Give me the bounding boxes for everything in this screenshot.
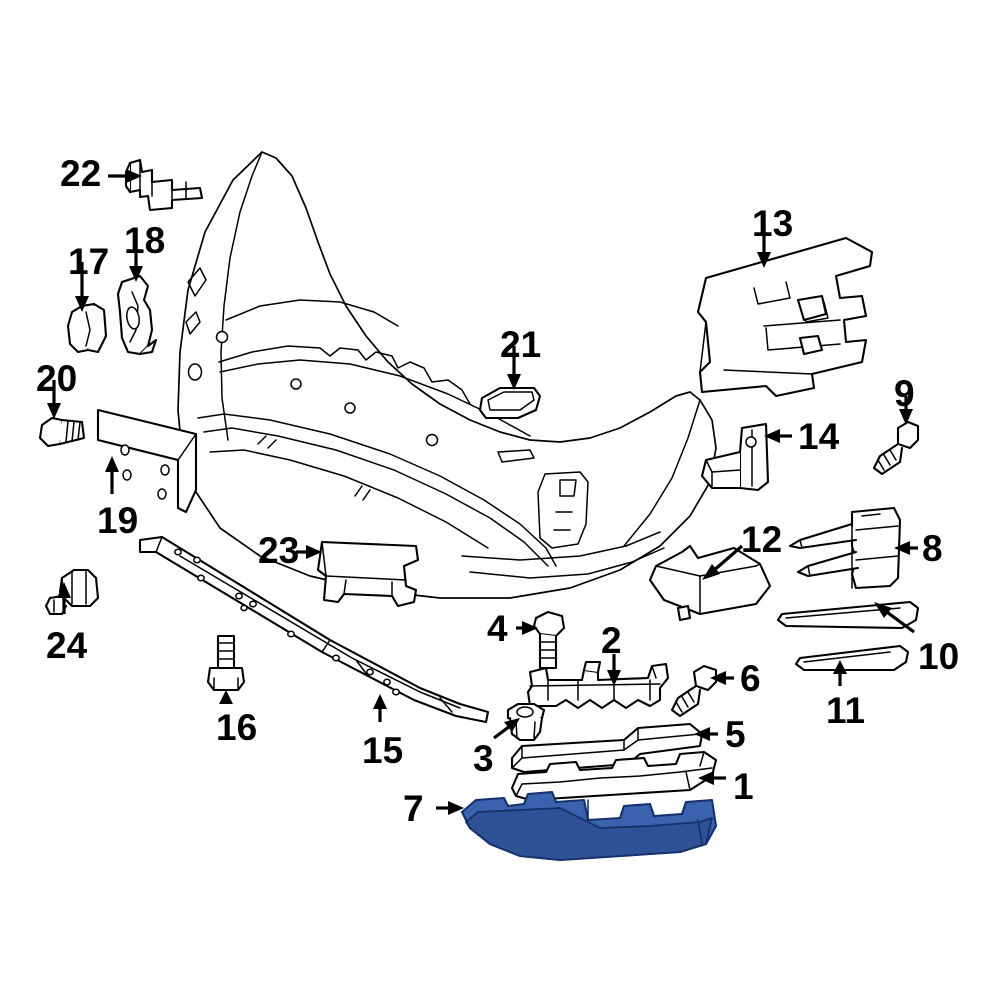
part-20-hex-bolt-left bbox=[38, 416, 86, 448]
callout-label-7: 7 bbox=[403, 788, 424, 829]
callout-label-8: 8 bbox=[922, 528, 943, 569]
callout-label-24: 24 bbox=[46, 625, 88, 666]
callout-leaders bbox=[47, 169, 918, 815]
part-8-air-duct-fin bbox=[788, 506, 902, 590]
callout-label-21: 21 bbox=[500, 324, 542, 365]
callout-label-1: 1 bbox=[733, 766, 754, 807]
part-12-tow-hook-cover bbox=[648, 544, 772, 622]
part-16-stud-bolt bbox=[206, 634, 246, 692]
part-3-grommet-nut bbox=[506, 702, 546, 742]
part-5-lower-valance-molding bbox=[510, 722, 704, 774]
callout-label-19: 19 bbox=[97, 500, 139, 541]
callout-label-4: 4 bbox=[487, 608, 508, 649]
part-2-license-plate-bracket bbox=[526, 660, 670, 710]
part-23-air-deflector bbox=[316, 540, 420, 608]
part-4-hex-flange-bolt bbox=[532, 610, 566, 670]
part-1-lower-grille-trim bbox=[510, 750, 718, 802]
front-bumper-cover-assembly bbox=[177, 151, 717, 599]
callout-label-11: 11 bbox=[826, 690, 866, 731]
part-21-washer-nozzle-cap bbox=[478, 386, 542, 420]
callout-label-16: 16 bbox=[216, 707, 258, 748]
callout-label-17: 17 bbox=[68, 241, 110, 282]
part-7-front-bumper-lower-spoiler bbox=[460, 790, 718, 862]
part-17-retainer-clip bbox=[66, 302, 108, 354]
callout-label-6: 6 bbox=[740, 658, 761, 699]
part-6-hex-bolt-small bbox=[670, 664, 718, 718]
callout-label-5: 5 bbox=[725, 714, 746, 755]
part-11-lower-trim-strip bbox=[794, 644, 910, 672]
callout-label-12: 12 bbox=[741, 519, 783, 560]
callout-label-10: 10 bbox=[918, 636, 960, 677]
callout-label-23: 23 bbox=[258, 530, 300, 571]
part-13-fender-liner-panel bbox=[696, 236, 874, 398]
callout-label-13: 13 bbox=[752, 203, 794, 244]
part-9-hex-bolt-right bbox=[872, 420, 920, 476]
part-18-side-retainer-bracket bbox=[116, 274, 158, 356]
part-15-lower-radiator-support bbox=[138, 535, 490, 724]
callout-label-22: 22 bbox=[60, 153, 102, 194]
part-14-side-bracket bbox=[700, 422, 770, 492]
callout-label-14: 14 bbox=[798, 416, 840, 457]
part-22-headlamp-bracket bbox=[124, 158, 204, 212]
callout-label-15: 15 bbox=[362, 730, 404, 771]
callout-label-20: 20 bbox=[36, 358, 78, 399]
callout-label-2: 2 bbox=[601, 620, 622, 661]
callout-label-9: 9 bbox=[894, 373, 915, 414]
part-10-upper-trim-strip bbox=[776, 600, 920, 630]
part-24-push-pin-clip bbox=[44, 568, 100, 616]
part-19-license-plate-base bbox=[96, 408, 198, 514]
callout-label-18: 18 bbox=[124, 220, 166, 261]
callout-label-3: 3 bbox=[473, 738, 494, 779]
